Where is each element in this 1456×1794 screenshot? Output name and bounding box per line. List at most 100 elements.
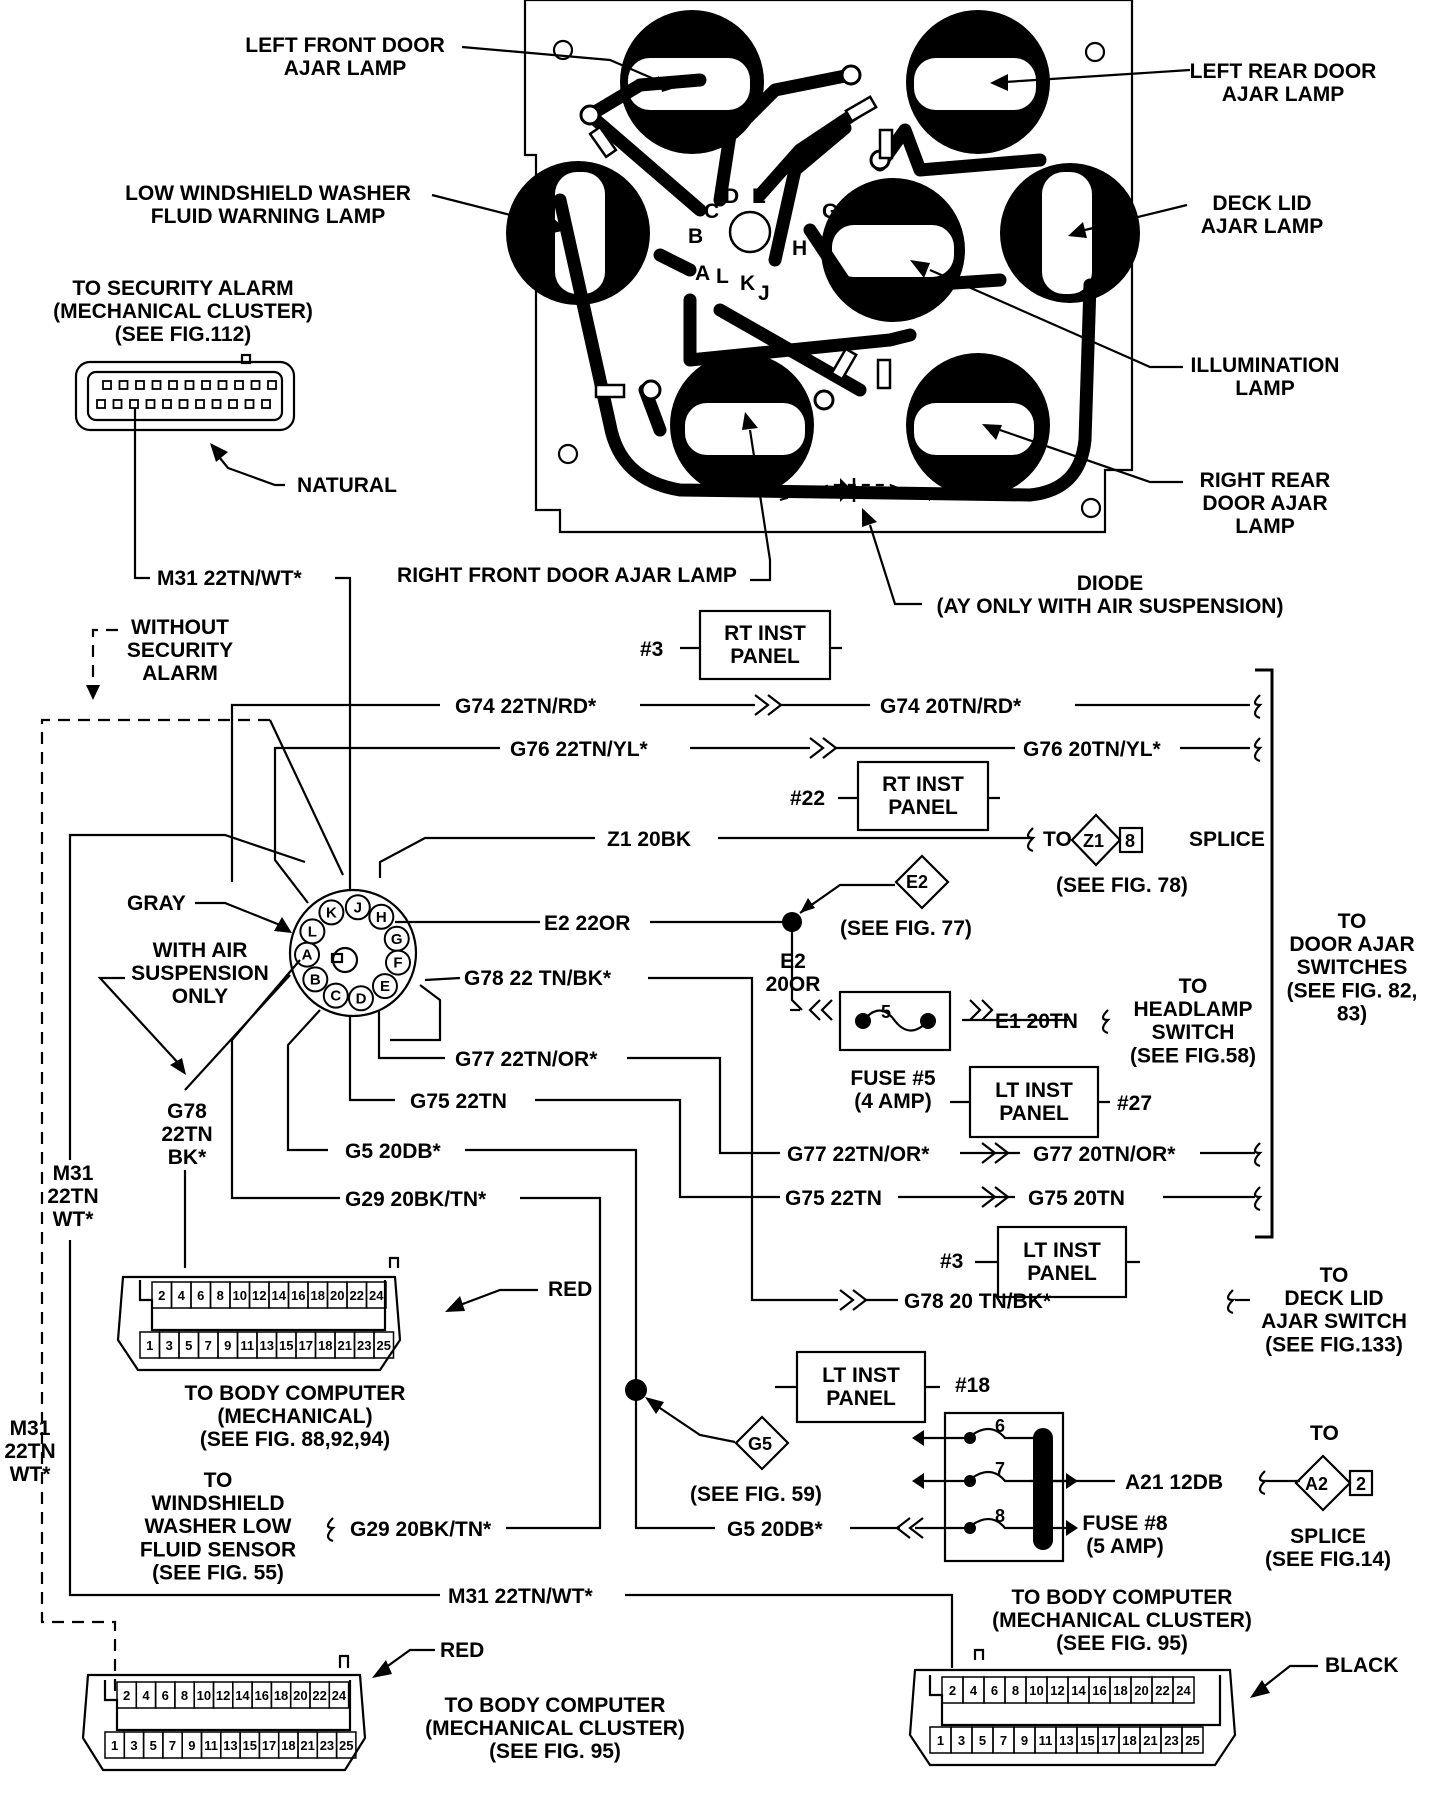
security-pin xyxy=(201,380,211,390)
connector-pin-label: 24 xyxy=(369,1288,384,1303)
round-pin-label: G xyxy=(391,931,403,948)
pcb-letter-b: B xyxy=(688,225,703,248)
connector-pin-label: 25 xyxy=(377,1338,391,1353)
label-g29a: G29 20BK/TN* xyxy=(345,1188,487,1211)
pcb-letter-j: J xyxy=(758,282,770,305)
connector-pin-label: 8 xyxy=(181,1688,188,1703)
dest-see59: (SEE FIG. 59) xyxy=(690,1483,822,1506)
connector-pin-label: 20 xyxy=(293,1688,307,1703)
connector-pin-label: 24 xyxy=(332,1688,347,1703)
lamp-socket-left-rear xyxy=(906,10,1050,154)
label-g75b: G75 22TN xyxy=(785,1187,882,1210)
pcb-letter-a: A xyxy=(695,262,710,285)
label-e1: E1 20TN xyxy=(995,1010,1078,1033)
connector-pin-label: 14 xyxy=(272,1288,287,1303)
round-pin-label: C xyxy=(330,988,341,1005)
connector-pin-label: 15 xyxy=(1080,1733,1094,1748)
connector-pin-label: 20 xyxy=(1134,1683,1148,1698)
label-g75a: G75 22TN xyxy=(410,1090,507,1113)
round-pin-label: F xyxy=(393,955,402,972)
security-pin xyxy=(162,399,172,409)
pcb-letter-h: H xyxy=(792,237,807,260)
wire-m31-dashed xyxy=(40,718,270,1695)
pcb-letter-c: C xyxy=(704,200,719,223)
pcb-letter-l: L xyxy=(716,265,729,288)
fuse-5-num: 5 xyxy=(881,1002,891,1022)
connector-pin-label: 22 xyxy=(1155,1683,1169,1698)
connector-pin-cell xyxy=(1172,1676,1195,1704)
black-color: BLACK xyxy=(1325,1654,1399,1677)
connector-pin-label: 4 xyxy=(178,1288,186,1303)
pcb-letter-g: G xyxy=(822,200,838,223)
connector-pin-label: 23 xyxy=(320,1738,334,1753)
pcb-letter-d: D xyxy=(724,185,739,208)
connector-pin-label: 22 xyxy=(312,1688,326,1703)
red2-label: TO BODY COMPUTER(MECHANICAL CLUSTER)(SEE… xyxy=(425,1694,685,1763)
connector-pin-label: 2 xyxy=(158,1288,165,1303)
connector-pin-label: 4 xyxy=(970,1683,978,1698)
connector-pin-label: 12 xyxy=(252,1288,266,1303)
security-pin xyxy=(267,380,277,390)
label-g74a: G74 22TN/RD* xyxy=(455,695,597,718)
connector-pin-label: 12 xyxy=(1050,1683,1064,1698)
door-ajar-bracket xyxy=(1255,668,1274,1239)
connector-pin-label: 3 xyxy=(958,1733,965,1748)
security-pin xyxy=(118,380,129,390)
label-splice: SPLICE xyxy=(1189,828,1265,851)
connector-pin-label: 13 xyxy=(260,1338,274,1353)
pcb-letter-e: E xyxy=(752,185,766,208)
security-pin xyxy=(184,380,195,390)
fuse-8-label: FUSE #8(5 AMP) xyxy=(1082,1512,1168,1558)
connector-pin-label: 23 xyxy=(1164,1733,1178,1748)
inline-connectors xyxy=(326,694,1300,1543)
diamond-g5: G5 xyxy=(734,1415,790,1471)
security-pin xyxy=(96,399,106,409)
connector-pin-label: 21 xyxy=(1143,1733,1157,1748)
connector-pin-label: 1 xyxy=(937,1733,944,1748)
dest-to-splice: TO xyxy=(1310,1422,1339,1445)
round-pin-circle xyxy=(299,918,326,945)
label-g77c: G77 20TN/OR* xyxy=(1033,1143,1176,1166)
connector-pin-label: 13 xyxy=(1059,1733,1073,1748)
pcb-letter-k: K xyxy=(740,272,755,295)
connector-pin-label: 8 xyxy=(1012,1683,1019,1698)
fuse-5: 5 FUSE #5(4 AMP) xyxy=(838,990,952,1113)
box-lt1-num: #27 xyxy=(1117,1092,1152,1115)
connector-pin-label: 10 xyxy=(233,1288,247,1303)
diamond-a21: A2 2 xyxy=(1294,1454,1374,1512)
security-pin xyxy=(102,380,112,390)
security-pin xyxy=(151,380,162,390)
connector-pin-label: 9 xyxy=(188,1738,195,1753)
connector-pin-label: 18 xyxy=(274,1688,288,1703)
lamp-socket-illumination xyxy=(821,178,965,322)
label-right-front-lamp: RIGHT FRONT DOOR AJAR LAMP xyxy=(397,564,737,587)
connector-pin-label: 18 xyxy=(1113,1683,1127,1698)
connector-pin-label: 17 xyxy=(262,1738,276,1753)
connector-pin-label: 21 xyxy=(300,1738,314,1753)
round-pin-circle xyxy=(347,985,374,1012)
fuse-8-num-8: 8 xyxy=(995,1506,1005,1526)
diode-symbol xyxy=(779,478,931,502)
security-pin xyxy=(145,399,156,409)
connector-pin-label: 12 xyxy=(216,1688,230,1703)
connector-pin-label: 22 xyxy=(350,1288,364,1303)
connector-pin-label: 18 xyxy=(1122,1733,1136,1748)
box-rt2-num: #22 xyxy=(790,787,825,810)
security-pin xyxy=(228,399,238,409)
label-a21: A21 12DB xyxy=(1125,1471,1223,1494)
diamond-a21-a: A2 xyxy=(1305,1474,1328,1494)
